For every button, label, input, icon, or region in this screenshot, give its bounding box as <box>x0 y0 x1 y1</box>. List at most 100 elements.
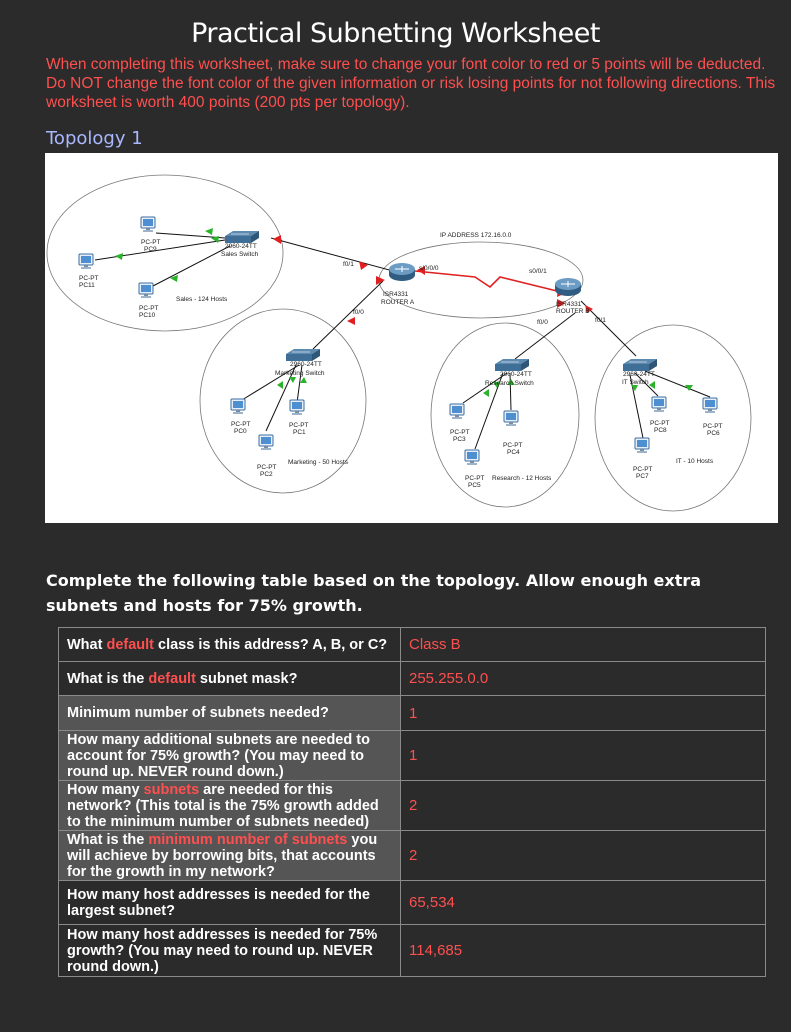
router-a-name: ROUTER A <box>381 299 415 306</box>
question-cell: How many host addresses is needed for 75… <box>58 924 401 977</box>
question-cell: How many host addresses is needed for th… <box>58 880 401 925</box>
table-row: What is the minimum number of subnets yo… <box>58 830 766 881</box>
pc4-name: PC4 <box>507 449 520 456</box>
port-b-f00: f0/0 <box>537 319 548 326</box>
pc4-icon[interactable] <box>503 410 519 427</box>
answer-cell[interactable]: 2 <box>400 780 766 831</box>
answer-cell[interactable]: 114,685 <box>400 924 766 977</box>
research-switch-icon[interactable] <box>494 358 530 372</box>
pc11-type: PC-PT <box>79 275 99 282</box>
marketing-switch-icon[interactable] <box>285 348 321 362</box>
pc5-type: PC-PT <box>465 475 485 482</box>
router-a-icon[interactable] <box>388 262 416 282</box>
worksheet-table: What default class is this address? A, B… <box>58 627 766 977</box>
pc0-type: PC-PT <box>231 421 251 428</box>
pc2-type: PC-PT <box>257 464 277 471</box>
research-switch-name: Research Switch <box>485 380 534 387</box>
it-lan-label: IT - 10 Hosts <box>676 458 714 465</box>
answer-cell[interactable]: 1 <box>400 730 766 781</box>
answer-cell[interactable]: 65,534 <box>400 880 766 925</box>
pc9-name: PC9 <box>144 246 157 253</box>
sales-switch-name: Sales Switch <box>221 251 259 258</box>
table-row: What is the default subnet mask? 255.255… <box>58 661 766 696</box>
pc5-icon[interactable] <box>464 449 480 466</box>
port-a-f01: f0/1 <box>343 261 354 268</box>
pc1-icon[interactable] <box>289 399 305 416</box>
answer-cell[interactable]: 1 <box>400 695 766 731</box>
pc0-icon[interactable] <box>230 398 246 415</box>
table-row: How many subnets are needed for this net… <box>58 780 766 831</box>
question-cell: What is the default subnet mask? <box>58 661 401 696</box>
router-b-model: ISR4331 <box>556 301 582 308</box>
pc3-name: PC3 <box>453 436 466 443</box>
table-row: Minimum number of subnets needed? 1 <box>58 695 766 731</box>
pc1-name: PC1 <box>293 429 306 436</box>
pc2-icon[interactable] <box>258 434 274 451</box>
pc9-type: PC-PT <box>141 239 161 246</box>
table-instruction: Complete the following table based on th… <box>46 571 702 615</box>
answer-cell[interactable]: 255.255.0.0 <box>400 661 766 696</box>
marketing-switch-name: Marketing Switch <box>275 370 325 377</box>
question-cell: How many additional subnets are needed t… <box>58 730 401 781</box>
port-b-f01: f0/1 <box>595 317 606 324</box>
table-row: What default class is this address? A, B… <box>58 627 766 662</box>
pc7-icon[interactable] <box>634 437 650 454</box>
pc6-icon[interactable] <box>702 397 718 414</box>
sales-switch-icon[interactable] <box>224 230 260 244</box>
pc3-type: PC-PT <box>450 429 470 436</box>
pc7-type: PC-PT <box>633 466 653 473</box>
sales-lan-label: Sales - 124 Hosts <box>176 296 228 303</box>
table-row: How many host addresses is needed for 75… <box>58 924 766 977</box>
pc8-name: PC8 <box>654 427 667 434</box>
table-row: How many additional subnets are needed t… <box>58 730 766 781</box>
question-cell: How many subnets are needed for this net… <box>58 780 401 831</box>
instructions-text: When completing this worksheet, make sur… <box>46 56 776 111</box>
pc10-name: PC10 <box>139 312 156 319</box>
pc11-icon[interactable] <box>78 253 94 270</box>
ip-address-label: IP ADDRESS 172.16.0.0 <box>440 232 512 239</box>
pc7-name: PC7 <box>636 473 649 480</box>
pc8-type: PC-PT <box>650 420 670 427</box>
port-b-s001: s0/0/1 <box>529 268 547 275</box>
topology-heading: Topology 1 <box>46 128 143 149</box>
answer-cell[interactable]: Class B <box>400 627 766 662</box>
marketing-lan-ellipse <box>199 308 367 494</box>
research-lan-label: Research - 12 Hosts <box>492 475 552 482</box>
page-title: Practical Subnetting Worksheet <box>191 18 600 49</box>
answer-cell[interactable]: 2 <box>400 830 766 881</box>
question-cell: What default class is this address? A, B… <box>58 627 401 662</box>
it-switch-model: 2960-24TT <box>623 371 655 378</box>
research-switch-model: 2960-24TT <box>500 371 532 378</box>
marketing-lan-label: Marketing - 50 Hosts <box>288 459 349 466</box>
topology-diagram: IP ADDRESS 172.16.0.0 ISR4331 ROUTER A I… <box>45 153 778 523</box>
it-lan-ellipse <box>594 324 752 512</box>
pc9-icon[interactable] <box>140 216 156 233</box>
pc2-name: PC2 <box>260 471 273 478</box>
pc5-name: PC5 <box>468 482 481 489</box>
table-row: How many host addresses is needed for th… <box>58 880 766 925</box>
pc0-name: PC0 <box>234 428 247 435</box>
pc11-name: PC11 <box>79 282 95 289</box>
pc3-icon[interactable] <box>449 403 465 420</box>
pc10-type: PC-PT <box>139 305 159 312</box>
port-a-s000: s/0/0/0 <box>419 265 439 272</box>
port-a-f00: f0/0 <box>353 309 364 316</box>
pc4-type: PC-PT <box>503 442 523 449</box>
sales-switch-model: 2960-24TT <box>225 243 257 250</box>
question-cell: What is the minimum number of subnets yo… <box>58 830 401 881</box>
wan-ellipse <box>378 241 584 319</box>
pc10-icon[interactable] <box>138 282 154 299</box>
serial-wan-link <box>414 270 566 294</box>
router-b-icon[interactable] <box>554 277 582 297</box>
pc6-name: PC6 <box>707 430 720 437</box>
router-a-model: ISR4331 <box>383 291 409 298</box>
marketing-switch-model: 2960-24TT <box>290 361 322 368</box>
it-switch-name: IT Switch <box>622 379 649 386</box>
question-cell: Minimum number of subnets needed? <box>58 695 401 731</box>
sales-lan-ellipse <box>46 174 284 332</box>
it-switch-icon[interactable] <box>622 358 658 372</box>
pc6-type: PC-PT <box>703 423 723 430</box>
pc1-type: PC-PT <box>289 422 309 429</box>
research-lan-ellipse <box>430 322 580 508</box>
pc8-icon[interactable] <box>651 396 667 413</box>
